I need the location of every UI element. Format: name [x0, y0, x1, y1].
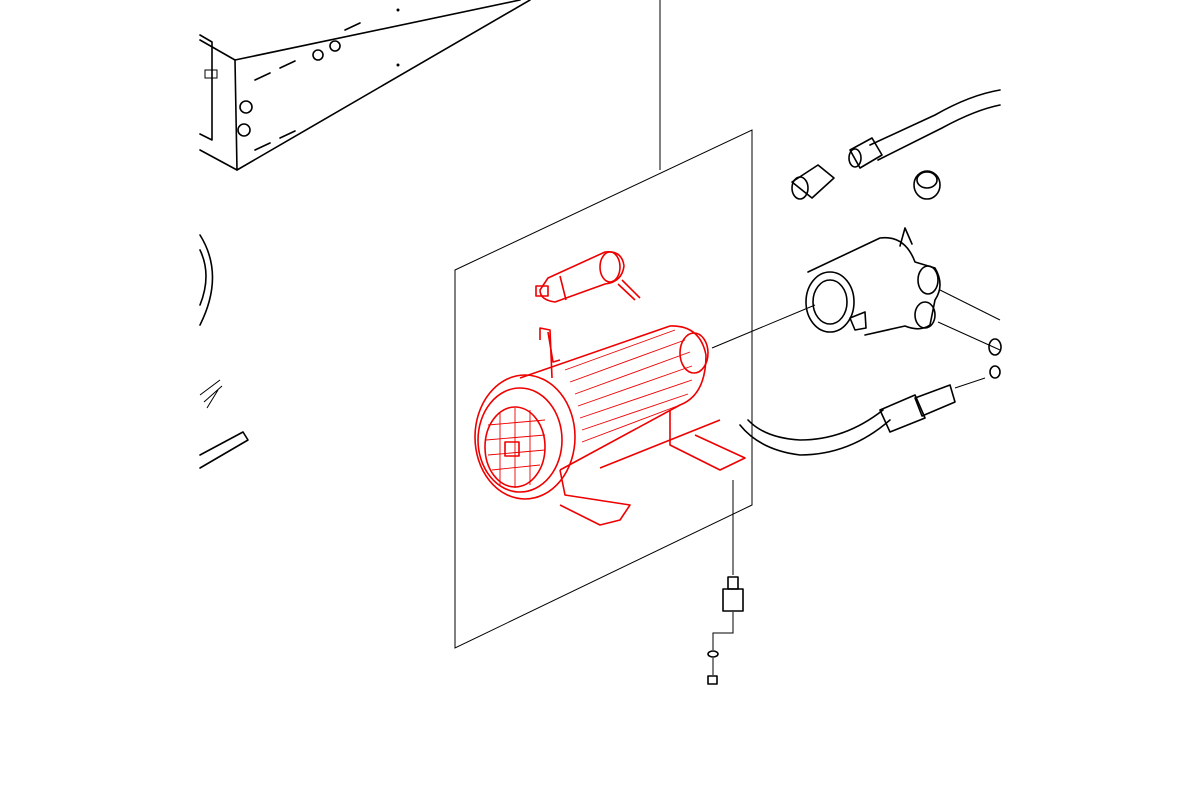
machine-cabinet — [199, 0, 661, 171]
electric-motor — [474, 325, 746, 526]
assembly-panel — [454, 129, 753, 649]
capacitor — [535, 250, 641, 303]
mounting-hardware — [707, 480, 744, 685]
left-partial-parts — [199, 234, 249, 469]
hose-fittings — [739, 89, 1001, 456]
pump-head — [711, 227, 1002, 379]
